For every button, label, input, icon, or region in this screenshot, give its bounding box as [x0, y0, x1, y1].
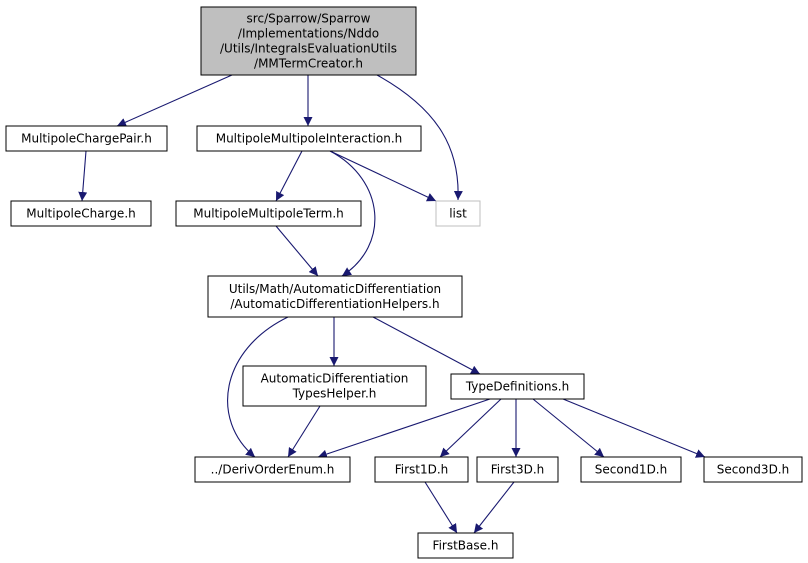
node-label-line: ../DerivOrderEnum.h: [211, 463, 335, 477]
edge-type-definitions-to-second3d: [562, 398, 706, 458]
node-second1d[interactable]: Second1D.h: [580, 456, 682, 483]
node-multipole-charge-pair[interactable]: MultipoleChargePair.h: [5, 125, 168, 152]
node-label-line: First3D.h: [491, 463, 545, 477]
node-label-line: MultipoleChargePair.h: [21, 132, 152, 146]
node-first3d[interactable]: First3D.h: [476, 456, 559, 483]
node-label-line: TypeDefinitions.h: [465, 380, 569, 394]
node-second3d[interactable]: Second3D.h: [703, 456, 803, 483]
node-label-line: MultipoleMultipoleInteraction.h: [216, 132, 403, 146]
node-label-line: MultipoleMultipoleTerm.h: [193, 207, 344, 221]
node-multipole-multipole-interaction[interactable]: MultipoleMultipoleInteraction.h: [196, 125, 422, 152]
node-label-line: TypesHelper.h: [292, 387, 377, 401]
edge-ad-helpers-to-type-definitions: [372, 316, 481, 375]
node-label-line: Utils/Math/AutomaticDifferentiation: [229, 282, 441, 296]
edge-type-definitions-to-deriv-order: [317, 398, 491, 459]
node-label-line: /Implementations/Nddo: [238, 27, 379, 41]
node-automatic-differentiation-helpers[interactable]: Utils/Math/AutomaticDifferentiation/Auto…: [207, 275, 463, 318]
edge-ad-helpers-to-deriv-order: [227, 316, 289, 458]
node-type-definitions[interactable]: TypeDefinitions.h: [450, 373, 585, 400]
edge-root-to-list: [376, 74, 463, 201]
edge-first1d-to-first-base: [424, 481, 458, 534]
edge-type-definitions-to-second1d: [532, 398, 605, 458]
node-label-line: AutomaticDifferentiation: [261, 372, 409, 386]
edge-multipole-term-to-ad-helpers: [275, 225, 319, 277]
node-label-line: Second3D.h: [717, 463, 789, 477]
edge-charge-pair-to-multipole-charge: [78, 150, 88, 202]
node-deriv-order-enum[interactable]: ../DerivOrderEnum.h: [194, 456, 351, 483]
node-label-line: /AutomaticDifferentiationHelpers.h: [230, 297, 439, 311]
node-mmtermcreator-root[interactable]: src/Sparrow/Sparrow/Implementations/Nddo…: [200, 6, 417, 76]
node-first-base[interactable]: FirstBase.h: [417, 532, 514, 559]
node-label-line: /MMTermCreator.h: [254, 57, 363, 71]
node-label-line: Second1D.h: [595, 463, 667, 477]
node-label-line: First1D.h: [395, 463, 449, 477]
edge-types-helper-to-deriv-order: [287, 405, 321, 458]
node-label-line: src/Sparrow/Sparrow: [247, 12, 371, 26]
edge-first3d-to-first-base: [473, 481, 515, 534]
node-multipole-multipole-term[interactable]: MultipoleMultipoleTerm.h: [175, 200, 362, 227]
node-label-line: /Utils/IntegralsEvaluationUtils: [220, 42, 397, 56]
node-first1d[interactable]: First1D.h: [374, 456, 469, 483]
node-list[interactable]: list: [435, 200, 481, 227]
node-label-line: FirstBase.h: [433, 539, 499, 553]
edge-type-definitions-to-first1d: [439, 398, 502, 458]
node-label-line: MultipoleCharge.h: [26, 207, 136, 221]
node-multipole-charge[interactable]: MultipoleCharge.h: [10, 200, 152, 227]
node-label-line: list: [449, 207, 467, 221]
edge-interaction-to-ad-helpers: [329, 150, 376, 277]
edge-root-to-multipole-charge-pair: [116, 74, 233, 127]
edge-interaction-to-list: [329, 150, 437, 202]
edge-interaction-to-multipole-term: [275, 150, 303, 202]
